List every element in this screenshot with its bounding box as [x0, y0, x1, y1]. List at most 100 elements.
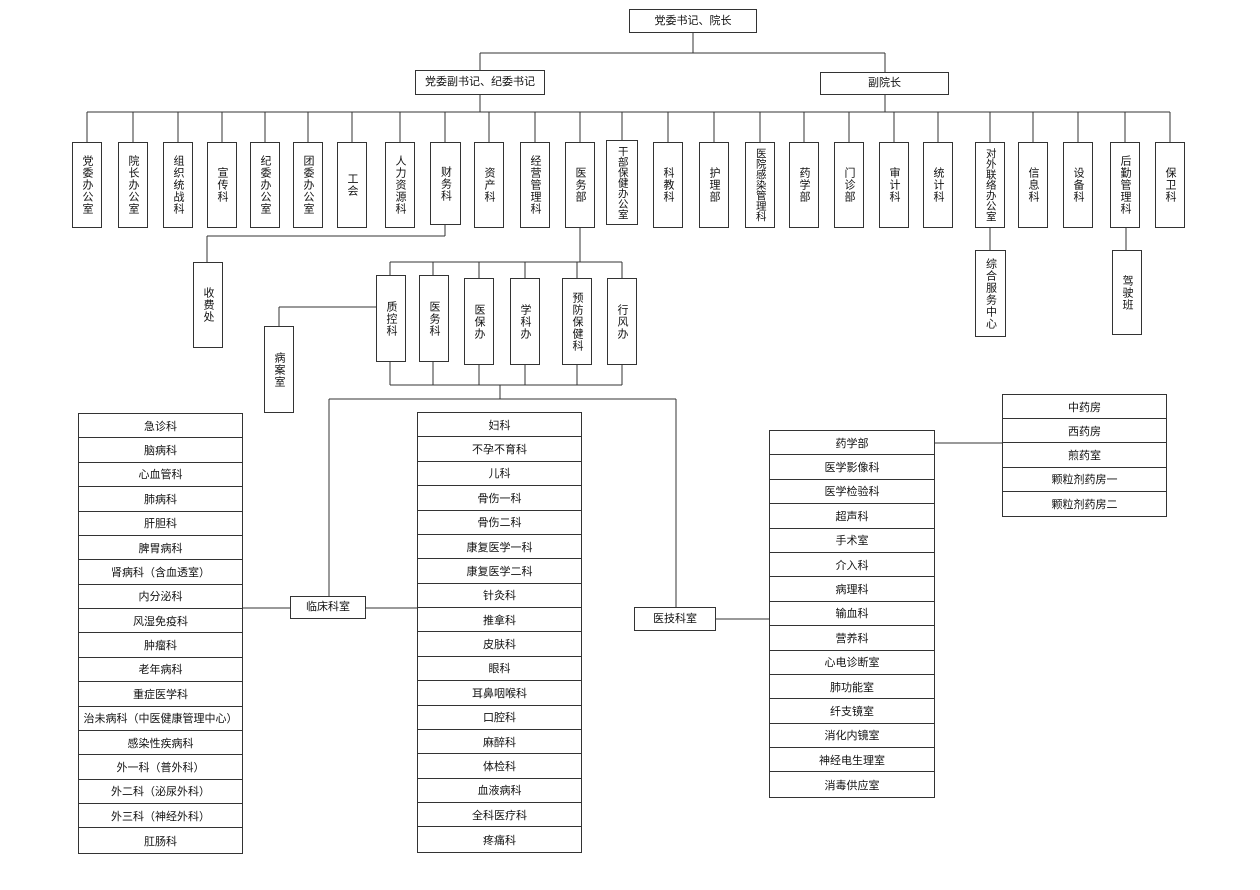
clinical-department-row: 老年病科	[79, 658, 242, 683]
service-center-label: 综合服务中心	[984, 257, 998, 330]
medtech-departments-label: 医技科室	[653, 611, 697, 625]
clinical-department-row: 肺病科	[79, 487, 242, 512]
department-box: 团委办公室	[293, 142, 323, 228]
medical-affairs-sub-box: 医保办	[464, 278, 494, 365]
medtech-department-row: 医学检验科	[770, 480, 934, 505]
medtech-department-row: 超声科	[770, 504, 934, 529]
clinical-department-row: 口腔科	[418, 706, 581, 730]
clinical-department-row: 心血管科	[79, 463, 242, 488]
clinical-department-row: 肿瘤科	[79, 633, 242, 658]
department-label: 党委办公室	[81, 155, 95, 215]
service-center-box: 综合服务中心	[975, 250, 1006, 337]
pharmacy-unit-row: 颗粒剂药房一	[1003, 468, 1166, 492]
driving-team-box: 驾驶班	[1112, 250, 1142, 335]
medtech-department-row: 肺功能室	[770, 675, 934, 700]
clinical-department-row: 耳鼻咽喉科	[418, 681, 581, 706]
department-label: 审计科	[888, 167, 902, 203]
clinical-department-row: 儿科	[418, 462, 581, 487]
department-box: 干部保健办公室	[606, 140, 638, 225]
medtech-department-row: 医学影像科	[770, 455, 934, 480]
department-label: 护理部	[708, 167, 722, 203]
clinical-right-list: 妇科不孕不育科儿科骨伤一科骨伤二科康复医学一科康复医学二科针灸科推拿科皮肤科眼科…	[417, 412, 582, 853]
medical-affairs-sub-box: 学科办	[510, 278, 540, 365]
clinical-department-row: 骨伤二科	[418, 511, 581, 535]
medical-records-label: 病案室	[273, 351, 287, 388]
clinical-department-row: 急诊科	[79, 414, 242, 439]
medical-records-box: 病案室	[264, 326, 294, 413]
pharmacy-unit-row: 中药房	[1003, 395, 1166, 420]
clinical-department-row: 骨伤一科	[418, 486, 581, 511]
department-label: 宣传科	[216, 167, 230, 203]
billing-office-box: 收费处	[193, 262, 223, 348]
department-box: 医务部	[565, 142, 595, 228]
medtech-department-row: 消化内镜室	[770, 724, 934, 749]
clinical-department-row: 康复医学二科	[418, 559, 581, 584]
billing-office-label: 收费处	[202, 287, 216, 323]
clinical-departments-label: 临床科室	[306, 600, 350, 614]
clinical-department-row: 重症医学科	[79, 682, 242, 707]
department-label: 信息科	[1027, 167, 1041, 203]
clinical-department-row: 眼科	[418, 657, 581, 682]
department-box: 人力资源科	[385, 142, 415, 228]
clinical-departments-box: 临床科室	[290, 596, 366, 619]
medical-affairs-sub-label: 预防保健科	[571, 291, 585, 352]
department-box: 党委办公室	[72, 142, 102, 228]
deputy-secretary-label: 党委副书记、纪委书记	[425, 75, 535, 89]
department-label: 工会	[346, 173, 360, 197]
medtech-department-row: 心电诊断室	[770, 651, 934, 675]
department-label: 资产科	[483, 167, 497, 203]
department-box: 设备科	[1063, 142, 1093, 228]
pharmacy-list: 中药房西药房煎药室颗粒剂药房一颗粒剂药房二	[1002, 394, 1167, 517]
president-label: 党委书记、院长	[654, 13, 732, 27]
medical-affairs-sub-box: 行风办	[607, 278, 637, 365]
medtech-department-row: 纤支镜室	[770, 699, 934, 724]
clinical-department-row: 内分泌科	[79, 585, 242, 609]
department-label: 组织统战科	[172, 155, 186, 215]
department-label: 人力资源科	[394, 155, 408, 215]
clinical-department-row: 肝胆科	[79, 512, 242, 536]
clinical-department-row: 皮肤科	[418, 632, 581, 657]
medtech-department-row: 药学部	[770, 431, 934, 456]
department-label: 医院感染管理科	[754, 148, 767, 222]
medical-affairs-sub-box: 预防保健科	[562, 278, 592, 365]
deputy-secretary-box: 党委副书记、纪委书记	[415, 70, 545, 95]
pharmacy-unit-row: 煎药室	[1003, 443, 1166, 468]
department-box: 工会	[337, 142, 367, 228]
department-box: 组织统战科	[163, 142, 193, 228]
clinical-department-row: 针灸科	[418, 584, 581, 608]
department-label: 后勤管理科	[1119, 155, 1133, 215]
department-label: 纪委办公室	[259, 155, 273, 215]
pharmacy-unit-row: 颗粒剂药房二	[1051, 497, 1118, 511]
department-box: 资产科	[474, 142, 504, 228]
clinical-department-row: 全科医疗科	[418, 803, 581, 828]
clinical-department-row: 体检科	[418, 754, 581, 779]
department-label: 医务部	[574, 167, 588, 203]
department-label: 院长办公室	[127, 155, 141, 215]
medical-affairs-sub-label: 医务科	[428, 300, 442, 337]
medtech-department-row: 介入科	[770, 553, 934, 578]
department-box: 院长办公室	[118, 142, 148, 228]
medtech-departments-box: 医技科室	[634, 607, 716, 631]
medtech-department-row: 营养科	[770, 626, 934, 651]
medical-affairs-sub-label: 行风办	[616, 303, 630, 340]
clinical-department-row: 治未病科（中医健康管理中心）	[79, 707, 242, 731]
clinical-department-row: 不孕不育科	[418, 437, 581, 462]
medical-affairs-sub-label: 学科办	[519, 303, 533, 340]
vice-president-label: 副院长	[868, 76, 901, 90]
medtech-department-row: 病理科	[770, 577, 934, 602]
department-label: 设备科	[1072, 167, 1086, 203]
department-label: 药学部	[798, 167, 812, 203]
clinical-department-row: 肾病科（含血透室）	[79, 560, 242, 585]
department-box: 医院感染管理科	[745, 142, 775, 228]
medtech-department-row: 输血科	[770, 602, 934, 627]
department-box: 后勤管理科	[1110, 142, 1140, 228]
president-box: 党委书记、院长	[629, 9, 757, 33]
clinical-department-row: 外二科（泌尿外科）	[79, 780, 242, 804]
clinical-department-row: 麻醉科	[418, 730, 581, 755]
department-label: 保卫科	[1164, 167, 1178, 203]
medical-affairs-sub-label: 质控科	[385, 300, 399, 337]
clinical-department-row: 血液病科	[418, 779, 581, 803]
department-box: 经营管理科	[520, 142, 550, 228]
clinical-department-row: 感染性疾病科	[79, 731, 242, 756]
department-label: 科教科	[662, 167, 676, 203]
